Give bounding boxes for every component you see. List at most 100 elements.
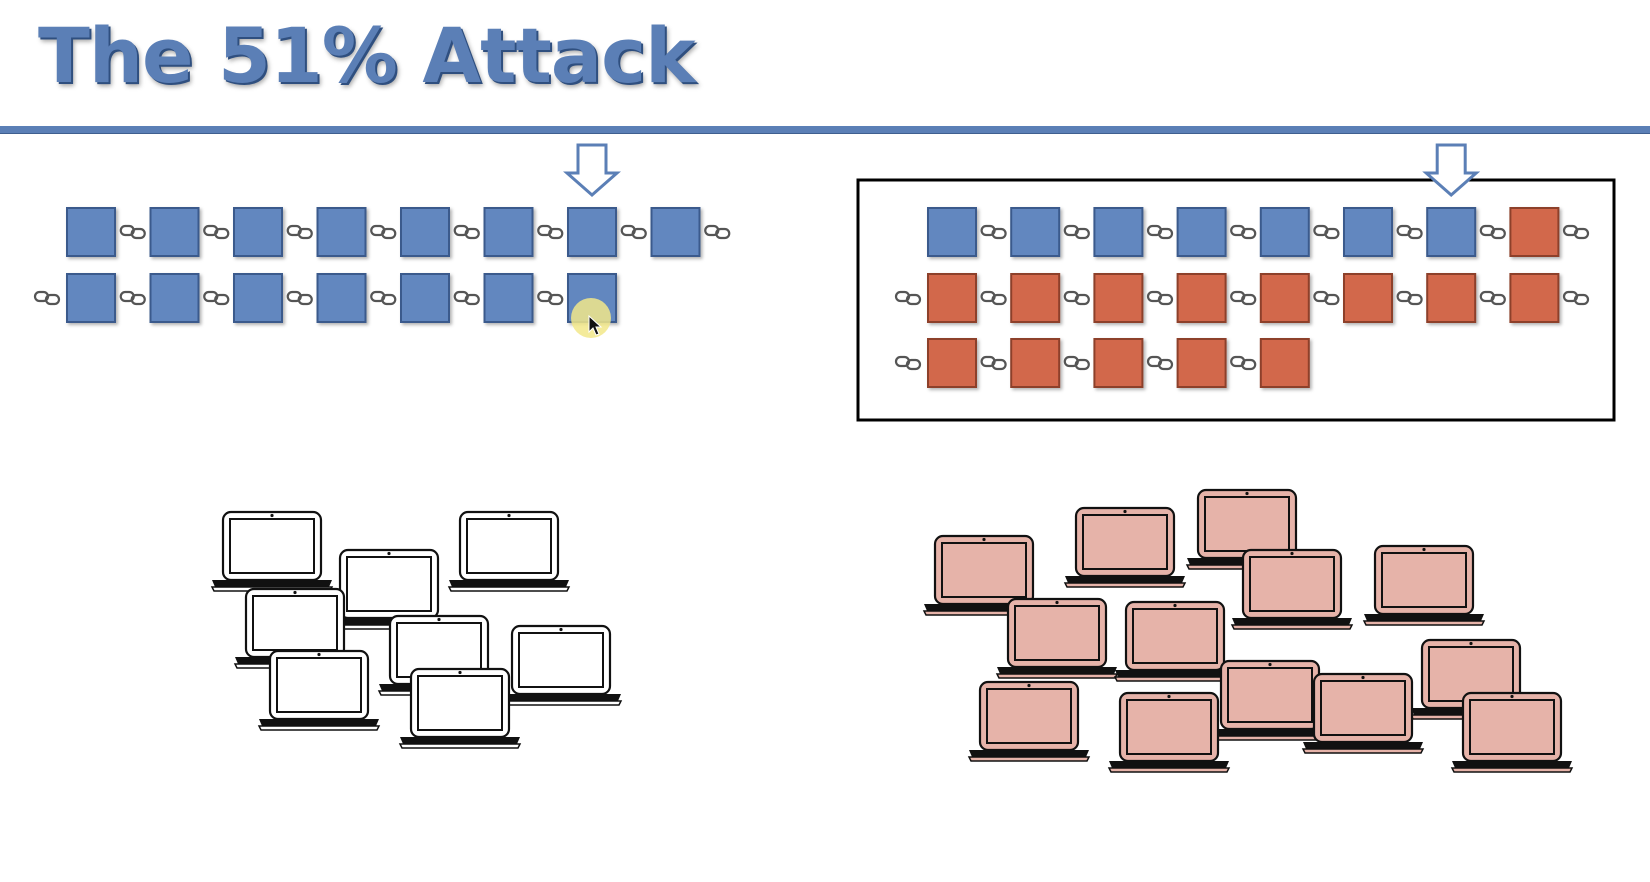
honest-block <box>233 207 283 257</box>
laptop-icon <box>1301 672 1425 754</box>
chain-link-icon <box>1146 290 1174 306</box>
chain-link-icon <box>453 224 480 240</box>
chain-link-icon <box>1063 224 1090 240</box>
chain-link-icon <box>286 290 313 306</box>
laptop-icon <box>1113 600 1237 682</box>
chain-link-icon <box>1146 355 1174 371</box>
chain-link-icon <box>1313 290 1340 306</box>
chain-link-icon <box>1562 290 1590 306</box>
honest-block <box>927 207 977 257</box>
honest-block <box>483 207 534 257</box>
chain-row <box>66 207 731 257</box>
chain-link-icon <box>370 290 397 306</box>
honest-block <box>1093 207 1144 257</box>
title-underline <box>0 126 1650 134</box>
honest-block <box>149 207 200 257</box>
honest-block <box>650 207 701 257</box>
honest-block <box>316 273 367 323</box>
chain-link-icon <box>203 224 230 240</box>
chain-link-icon <box>894 355 922 371</box>
chain-link-icon <box>1063 355 1090 371</box>
honest-block <box>1010 207 1061 257</box>
chain-link-icon <box>894 290 922 306</box>
laptop-icon <box>1362 544 1486 626</box>
chain-link-icon <box>119 290 146 306</box>
laptop-icon <box>398 667 522 749</box>
laptop-icon <box>1450 691 1574 773</box>
attacker-block <box>1176 273 1227 323</box>
laptop-icon <box>499 624 623 706</box>
chain-row <box>894 273 1590 323</box>
page-title: The 51% Attack <box>38 11 696 100</box>
chain-link-icon <box>537 224 564 240</box>
chain-link-icon <box>119 224 146 240</box>
chain-link-icon <box>1230 355 1257 371</box>
honest-block <box>1259 207 1310 257</box>
attacker-block <box>1343 273 1393 323</box>
attacker-block <box>927 273 977 323</box>
attacker-block <box>1259 273 1310 323</box>
chain-link-icon <box>1313 224 1340 240</box>
honest-block <box>1426 207 1477 257</box>
chain-link-icon <box>980 290 1007 306</box>
chain-row <box>894 338 1310 388</box>
laptop-icon <box>967 680 1091 762</box>
chain-link-icon <box>453 290 480 306</box>
laptop-icon <box>1063 506 1187 588</box>
attacker-block <box>1010 338 1061 388</box>
blockchain-rows <box>33 207 1590 388</box>
attacker-block <box>1426 273 1477 323</box>
laptop-icon <box>995 597 1119 679</box>
honest-block <box>1343 207 1393 257</box>
chain-link-icon <box>1396 290 1423 306</box>
chain-link-icon <box>1230 224 1257 240</box>
honest-block <box>149 273 200 323</box>
attacker-block <box>1093 338 1144 388</box>
chain-row <box>33 273 617 323</box>
down-arrow-icon <box>1422 143 1481 197</box>
chain-link-icon <box>1479 224 1506 240</box>
cursor-icon <box>571 298 611 338</box>
chain-link-icon <box>286 224 313 240</box>
laptop-icon <box>327 548 451 630</box>
honest-block <box>316 207 367 257</box>
honest-block <box>400 207 450 257</box>
laptop-icon <box>1208 659 1332 741</box>
laptop-icon <box>257 649 381 731</box>
attacker-block <box>1093 273 1144 323</box>
chain-link-icon <box>1063 290 1090 306</box>
honest-block <box>233 273 283 323</box>
forked-chain-frame <box>856 178 1616 422</box>
laptop-icon <box>922 534 1046 616</box>
honest-block <box>66 273 116 323</box>
attacker-block <box>927 338 977 388</box>
laptop-icon <box>1230 548 1354 630</box>
miner-networks <box>210 488 1574 773</box>
down-arrow-icon <box>563 143 621 197</box>
attacker-block <box>1259 338 1310 388</box>
honest-block <box>66 207 116 257</box>
chain-link-icon <box>1396 224 1423 240</box>
chain-link-icon <box>537 290 564 306</box>
chain-link-icon <box>1562 224 1590 240</box>
chain-link-icon <box>620 224 647 240</box>
attacker-block <box>1010 273 1061 323</box>
honest-block <box>400 273 450 323</box>
chain-link-icon <box>33 290 61 306</box>
chain-link-icon <box>370 224 397 240</box>
chain-link-icon <box>1230 290 1257 306</box>
laptop-icon <box>210 510 334 592</box>
fork-point-markers <box>563 143 1481 197</box>
attacker-block <box>1176 338 1227 388</box>
chain-link-icon <box>980 355 1007 371</box>
honest-block <box>567 207 617 257</box>
attacker-block <box>1509 273 1560 323</box>
laptop-icon <box>1107 691 1231 773</box>
laptop-icon <box>447 510 571 592</box>
chain-link-icon <box>1479 290 1506 306</box>
chain-link-icon <box>980 224 1007 240</box>
chain-link-icon <box>704 224 731 240</box>
honest-block <box>483 273 534 323</box>
honest-block <box>1176 207 1227 257</box>
